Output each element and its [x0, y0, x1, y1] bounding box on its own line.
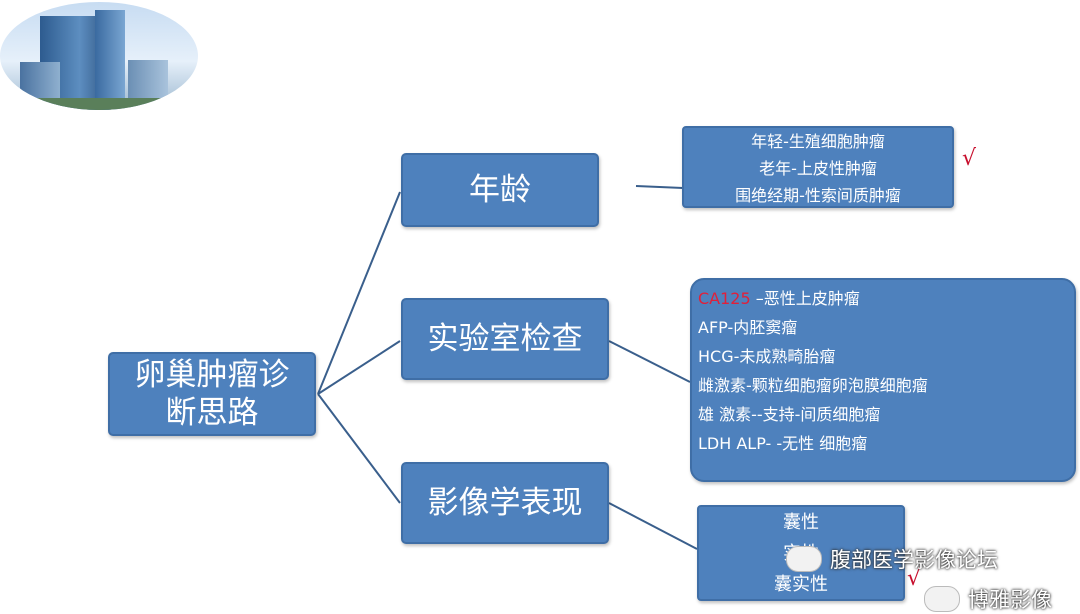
connector-root-imaging — [317, 393, 401, 504]
leaf-age-item: 年轻-生殖细胞肿瘤 — [751, 132, 885, 151]
watermark-line1: 腹部医学影像论坛 — [830, 548, 998, 572]
leaf-imaging-item: 囊实性 — [774, 574, 828, 595]
hospital-logo — [0, 2, 198, 110]
leaf-lab-item: HCG-未成熟畸胎瘤 — [698, 347, 836, 366]
leaf-lab-item: 雌激素-颗粒细胞瘤卵泡膜细胞瘤 — [698, 376, 928, 395]
watermark-line2: 博雅影像 — [968, 588, 1052, 612]
leaf-lab-item: AFP-内胚窦瘤 — [698, 318, 798, 337]
check-mark-age: √ — [962, 146, 977, 171]
leaf-lab-ca125: CA125 –恶性上皮肿瘤 — [698, 284, 1074, 313]
check-mark-imaging: √ — [907, 566, 922, 591]
branch-node-imaging: 影像学表现 — [401, 462, 609, 544]
leaf-imaging-item: 囊性 — [783, 512, 819, 533]
branch-label-imaging: 影像学表现 — [427, 485, 583, 521]
ca125-text: –恶性上皮肿瘤 — [750, 289, 860, 308]
root-title-line2: 断思路 — [165, 395, 259, 431]
root-title-line1: 卵巢肿瘤诊 — [134, 357, 290, 393]
leaf-lab-item: LDH ALP- -无性 细胞瘤 — [698, 434, 868, 453]
leaf-age-item: 老年-上皮性肿瘤 — [759, 159, 877, 178]
leaf-lab: CA125 –恶性上皮肿瘤 AFP-内胚窦瘤 HCG-未成熟畸胎瘤 雌激素-颗粒… — [690, 278, 1076, 482]
branch-label-lab: 实验室检查 — [427, 321, 583, 357]
connector-age-leaf — [635, 185, 684, 189]
connector-root-lab — [317, 340, 401, 395]
leaf-age-item: 围绝经期-性索间质肿瘤 — [735, 186, 901, 205]
wechat-icon — [924, 586, 960, 612]
root-node: 卵巢肿瘤诊 断思路 — [108, 352, 316, 436]
leaf-age: 年轻-生殖细胞肿瘤 老年-上皮性肿瘤 围绝经期-性索间质肿瘤 — [682, 126, 954, 208]
leaf-lab-item: 雄 激素--支持-间质细胞瘤 — [698, 405, 881, 424]
branch-label-age: 年龄 — [469, 172, 531, 208]
connector-imaging-leaf — [608, 502, 698, 550]
branch-node-lab: 实验室检查 — [401, 298, 609, 380]
connector-lab-leaf — [608, 340, 691, 383]
connector-root-age — [317, 191, 401, 395]
branch-node-age: 年龄 — [401, 153, 599, 227]
wechat-icon — [786, 546, 822, 572]
ca125-code: CA125 — [698, 289, 751, 308]
